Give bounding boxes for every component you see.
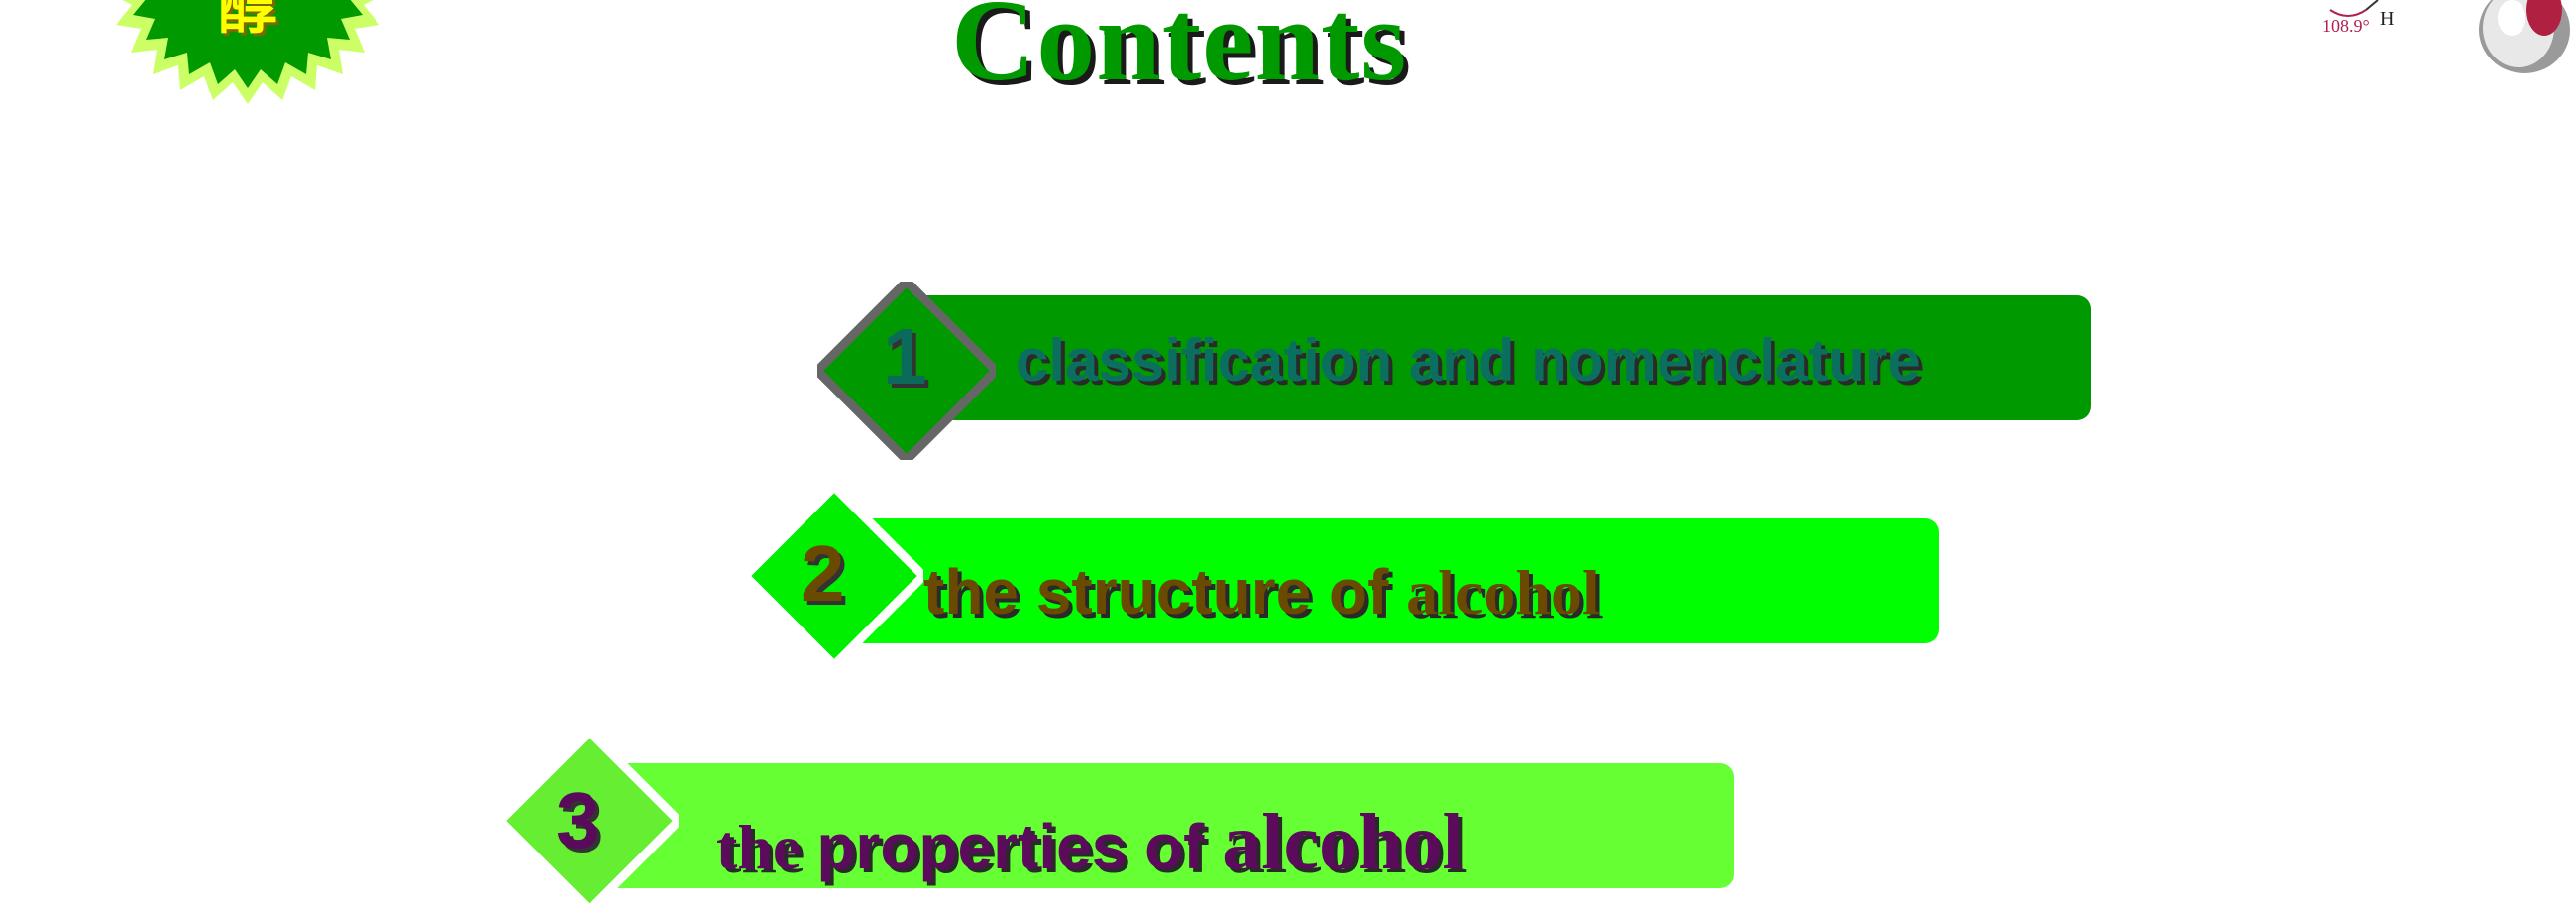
menu-label-2-serif: alcohol <box>1406 557 1600 627</box>
molecule-illustration: H 108.9° <box>2322 0 2570 73</box>
menu-label-1: classification and nomenclature <box>1016 327 1921 394</box>
menu-bar-2 <box>824 518 1939 643</box>
menu-number-3: 3 <box>556 776 600 864</box>
page-title: Contents <box>951 0 1408 105</box>
menu-bar-3 <box>599 763 1734 888</box>
angle-label: 108.9° <box>2322 16 2370 36</box>
bond-line <box>2365 0 2379 11</box>
menu-diamond-2 <box>745 487 923 665</box>
menu-label-3-part1: the <box>716 812 817 882</box>
menu-label-3: the properties of alcohol <box>716 803 1464 882</box>
menu-item-3[interactable]: 3 the properties of alcohol <box>500 732 1739 910</box>
menu-bar-1 <box>907 295 2091 420</box>
menu-diamond-1 <box>817 282 996 460</box>
menu-diamond-3 <box>500 732 679 910</box>
menu-item-2[interactable]: 2 the structure of alcohol <box>745 487 1974 665</box>
starburst-inner <box>133 0 363 88</box>
menu-label-3-part2: properties of <box>816 811 1223 882</box>
molecule-oxygen <box>2526 0 2562 36</box>
starburst-badge <box>116 0 379 104</box>
bond-angle-arc <box>2329 9 2367 17</box>
menu-number-1: 1 <box>883 312 927 400</box>
atom-label: H <box>2380 8 2394 30</box>
menu-label-2-sans: the structure of <box>923 556 1407 627</box>
menu-label-3-part3: alcohol <box>1222 799 1464 886</box>
badge-label: 醇 <box>218 0 277 43</box>
menu-label-2: the structure of alcohol <box>923 560 1600 625</box>
menu-item-1[interactable]: 1 classification and nomenclature <box>817 282 2105 460</box>
molecule-sphere-highlight <box>2498 0 2525 36</box>
menu-number-2: 2 <box>801 529 845 618</box>
